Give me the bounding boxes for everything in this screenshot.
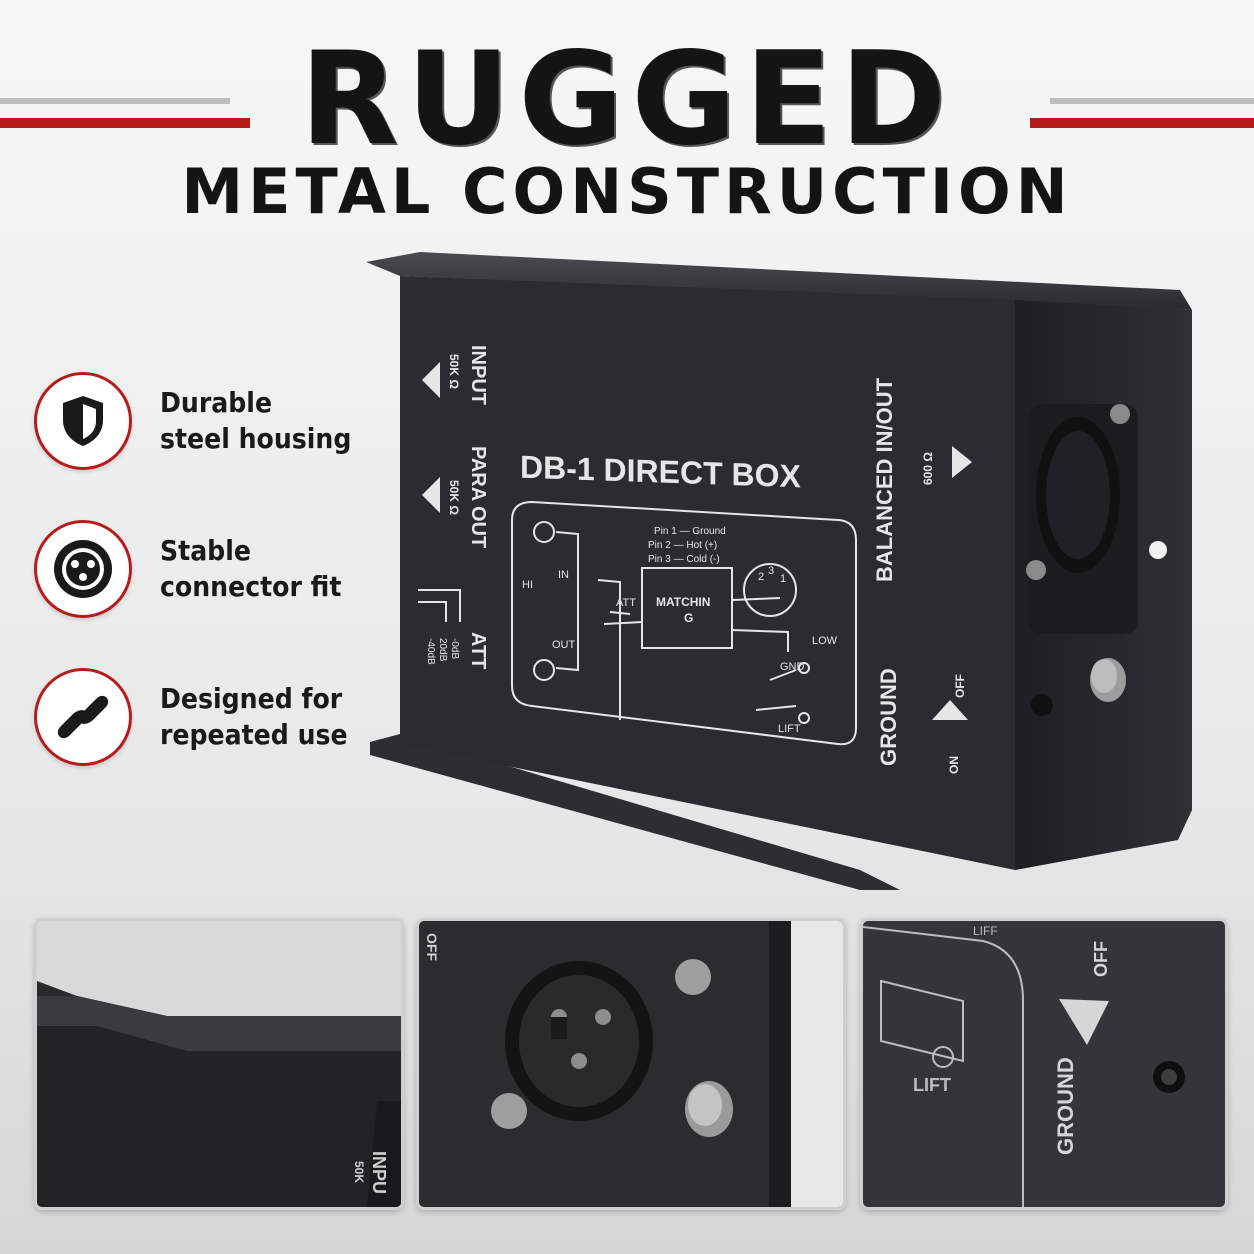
ground-arrow — [932, 700, 968, 720]
input-arrow — [422, 362, 440, 398]
feature-line-2: repeated use — [160, 718, 348, 751]
att-value-0: -0dB — [449, 638, 460, 659]
button-closeup[interactable] — [685, 1081, 733, 1137]
ground-label: GROUND — [876, 668, 901, 766]
panel3-lift: LIFT — [913, 1075, 951, 1095]
matching-label-2: G — [684, 611, 693, 625]
ground-closeup: LIFF LIFT OFF GROUND — [863, 921, 1225, 1207]
att-value-2: -40dB — [425, 638, 436, 665]
feature-line-2: steel housing — [160, 422, 352, 455]
pin-number-1: 1 — [780, 573, 786, 585]
feature-icon-circle — [34, 520, 132, 618]
right-gray-stripe — [1050, 98, 1254, 104]
right-red-stripe — [1030, 118, 1254, 128]
detail-panel-ground: LIFF LIFT OFF GROUND — [860, 918, 1228, 1210]
feature-line-1: Designed for — [160, 682, 343, 715]
feature-stable: Stable connector fit — [34, 520, 341, 618]
balanced-label: BALANCED IN/OUT — [872, 377, 897, 582]
pin-number-2: 2 — [758, 571, 764, 583]
page-subtitle: METAL CONSTRUCTION — [181, 155, 1073, 228]
att-bracket — [418, 589, 461, 622]
para-label: PARA OUT — [467, 446, 489, 548]
ground-on: ON — [947, 756, 961, 774]
att-switch-label: ATT — [616, 597, 636, 609]
para-arrow — [422, 477, 440, 513]
in-label: IN — [558, 569, 569, 581]
feature-text: Designed for repeated use — [160, 681, 348, 753]
pin1-label: Pin 1 — Ground — [654, 526, 726, 537]
pin-number-3: 3 — [768, 565, 774, 577]
lift-label: LIFT — [778, 723, 801, 735]
shield-icon — [63, 396, 103, 446]
feature-text: Durable steel housing — [160, 385, 351, 457]
low-label: LOW — [812, 635, 838, 647]
panel2-label: OFF — [424, 933, 440, 961]
left-red-stripe — [0, 118, 250, 128]
xlr-connector-icon — [54, 540, 112, 598]
panel1-label: INPU — [369, 1151, 389, 1194]
feature-repeated: Designed for repeated use — [34, 668, 348, 766]
balanced-impedance: 600 Ω — [921, 452, 935, 485]
edge-closeup: INPU 50K — [37, 921, 401, 1207]
att-label: ATT — [467, 632, 489, 669]
xlr-closeup[interactable] — [505, 961, 653, 1121]
screw-bottom — [491, 1093, 527, 1129]
hi-label: HI — [522, 579, 533, 591]
page-title: RUGGED — [299, 25, 955, 174]
ground-switch[interactable] — [1090, 658, 1126, 702]
left-gray-stripe — [0, 98, 230, 104]
input-label: INPUT — [467, 345, 489, 405]
schematic-diagram — [511, 500, 857, 746]
out-label: OUT — [552, 639, 576, 651]
pin3-label: Pin 3 — Cold (-) — [648, 554, 720, 565]
feature-icon-circle — [34, 668, 132, 766]
chain-link-icon — [57, 695, 109, 739]
feature-line-1: Durable — [160, 386, 273, 419]
detail-panel-edge: INPU 50K — [34, 918, 404, 1210]
direct-box-product: INPUT 50K Ω PARA OUT 50K Ω ATT -0dB 20dB… — [366, 252, 1192, 890]
xlr-connector[interactable] — [1026, 404, 1138, 634]
panel1-sub: 50K — [352, 1161, 366, 1183]
pin2-label: Pin 2 — Hot (+) — [648, 540, 717, 551]
para-impedance: 50K Ω — [447, 480, 461, 515]
detail-panel-connector: OFF — [416, 918, 846, 1210]
mounting-hole — [1149, 541, 1167, 559]
top-flange — [366, 252, 1192, 310]
feature-text: Stable connector fit — [160, 533, 341, 605]
panel3-arrow — [1059, 999, 1109, 1045]
connector-closeup: OFF — [419, 921, 843, 1207]
ground-off: OFF — [953, 674, 967, 698]
panel3-lift-top: LIFF — [973, 924, 998, 938]
bottom-flange — [370, 734, 900, 890]
balanced-arrow — [952, 446, 972, 478]
feature-line-1: Stable — [160, 534, 251, 567]
feature-durable: Durable steel housing — [34, 372, 351, 470]
att-value-1: 20dB — [437, 638, 448, 662]
feature-line-2: connector fit — [160, 570, 342, 603]
feature-icon-circle — [34, 372, 132, 470]
gnd-label: GND — [780, 661, 805, 673]
panel3-ground: GROUND — [1053, 1057, 1078, 1155]
input-impedance: 50K Ω — [447, 354, 461, 389]
side-screw — [1031, 694, 1053, 716]
screw-top — [675, 959, 711, 995]
front-face — [400, 276, 1015, 870]
panel3-off: OFF — [1091, 941, 1111, 977]
matching-label-1: MATCHIN — [656, 595, 710, 609]
